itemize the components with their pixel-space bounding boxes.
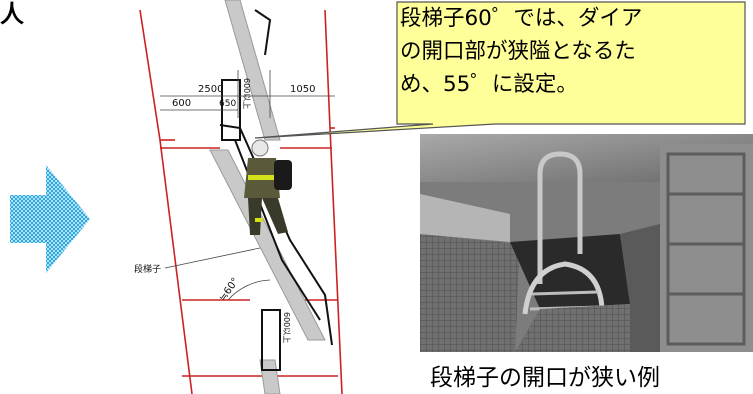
dimension-lines <box>160 70 335 118</box>
callout-line-3: め、55゜に設定。 <box>400 72 578 97</box>
right-arrow-icon <box>10 165 90 273</box>
dimension-label-1: 2500 <box>198 84 223 95</box>
dimension-label-2: 1050 <box>290 84 315 95</box>
frame-lines <box>139 9 343 394</box>
corner-text: 人 <box>0 0 24 28</box>
callout-shape <box>255 1 746 139</box>
callout-line-1: 段梯子60゜では、ダイア <box>400 6 643 31</box>
dimension-label-4: 650 <box>219 99 236 109</box>
stair-stringer <box>209 0 326 394</box>
ladder-drawing: 2500 1050 600 650 600以上 600以上 ≒60° 段梯子 <box>134 0 343 394</box>
callout-text: 段梯子60゜では、ダイア の開口部が狭隘となるた め、55゜に設定。 <box>400 2 744 126</box>
ladder-leader-line <box>164 247 261 269</box>
angle-arc <box>227 279 271 301</box>
dimension-label-5: 600以上 <box>242 78 251 109</box>
opening-photo <box>420 134 753 352</box>
callout-line-2: の開口部が狭隘となるた <box>400 39 636 64</box>
photo-caption: 段梯子の開口が狭い例 <box>430 365 660 391</box>
worker-figure-icon <box>244 139 292 235</box>
ladder-label: 段梯子 <box>134 263 161 275</box>
dimension-label-3: 600 <box>172 98 191 109</box>
dimension-label-6: 600以上 <box>282 312 291 343</box>
